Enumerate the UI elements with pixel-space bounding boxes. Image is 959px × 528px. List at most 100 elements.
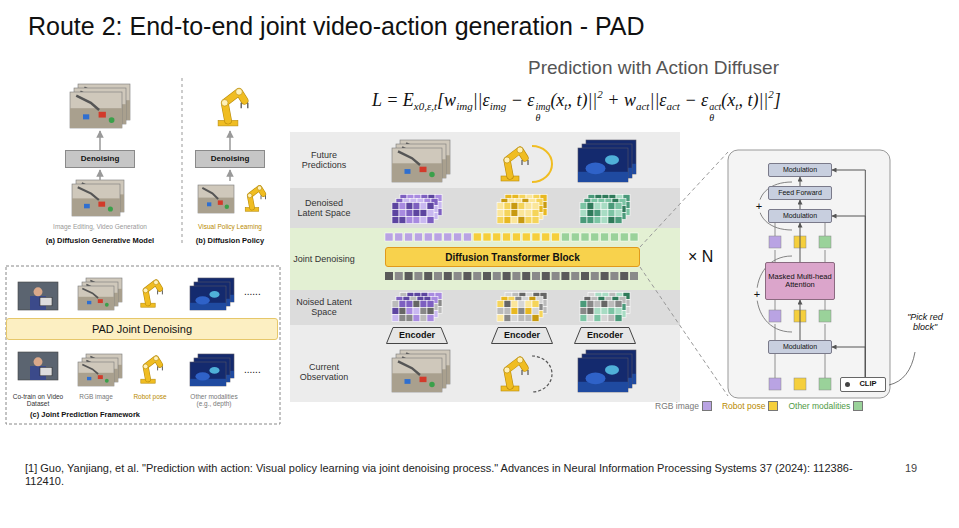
attention-box: Masked Multi-head Attention	[765, 262, 835, 300]
framework-illustration	[581, 272, 589, 280]
framework-illustration	[532, 217, 539, 224]
framework-illustration	[580, 308, 587, 315]
legend-swatch	[853, 401, 863, 411]
framework-illustration	[532, 146, 552, 182]
framework-illustration	[398, 361, 420, 375]
formula-part: − ε	[506, 90, 534, 110]
formula-part: t	[735, 100, 738, 112]
framework-illustration	[532, 210, 539, 217]
transformer-detail	[889, 352, 915, 385]
loss-formula: L = Ex0,ε,t[wimg||εimg − εimgθ(xt, t)||2…	[372, 86, 781, 123]
panel-c-illustration	[195, 372, 209, 380]
framework-illustration	[420, 203, 427, 210]
framework-illustration	[497, 210, 504, 217]
modality-label: Other modalities (e.g., depth)	[183, 393, 245, 408]
framework-illustration	[290, 188, 680, 228]
framework-illustration	[392, 358, 442, 392]
formula-part: img	[490, 100, 507, 112]
panel-caption: (c) Joint Prediction Framework	[30, 411, 140, 420]
framework-illustration	[497, 203, 504, 210]
row-label: Noised Latent Space	[292, 297, 356, 318]
framework-illustration	[406, 210, 413, 217]
framework-illustration	[413, 203, 420, 210]
framework-illustration	[429, 382, 434, 387]
framework-illustration	[399, 308, 406, 315]
panel-c-illustration	[154, 356, 159, 361]
panel-divider	[182, 78, 183, 246]
formula-part: act	[636, 100, 649, 112]
framework-illustration	[605, 155, 619, 165]
framework-illustration	[504, 315, 511, 322]
framework-illustration	[413, 301, 420, 308]
framework-illustration	[503, 233, 511, 241]
framework-illustration	[630, 272, 638, 280]
panel-c-illustration	[78, 297, 114, 310]
framework-illustration	[512, 272, 520, 280]
panel-c-illustration	[158, 366, 163, 370]
formula-part: , t)||	[567, 90, 597, 110]
panel-c-illustration	[87, 377, 91, 380]
formula-part: ]	[774, 90, 781, 110]
framework-illustration	[532, 203, 539, 210]
node-text: Feed Forward	[778, 189, 822, 197]
row-label: Current Observation	[292, 362, 356, 383]
legend-swatch	[702, 401, 712, 411]
framework-illustration	[406, 315, 413, 322]
formula-index-stack: imgθ	[535, 102, 550, 123]
caption-note: Image Editing, Video Generation	[40, 223, 160, 230]
framework-illustration	[525, 308, 532, 315]
framework-illustration	[504, 367, 510, 373]
framework-illustration	[429, 172, 434, 177]
panel-b-illustration	[218, 200, 223, 204]
framework-illustration	[290, 325, 680, 402]
panel-b-illustration	[229, 131, 231, 150]
formula-part: + w	[603, 90, 636, 110]
framework-illustration	[424, 272, 432, 280]
panel-caption: (b) Diffusion Policy	[185, 237, 275, 246]
legend-item: Other modalities	[788, 401, 863, 411]
panel-c-illustration	[143, 364, 148, 369]
framework-illustration	[290, 132, 728, 402]
framework-illustration	[405, 233, 413, 241]
panel-a-illustration	[108, 206, 113, 211]
formula-index-stack: actθ	[709, 102, 721, 123]
panel-c-illustration	[18, 282, 58, 310]
framework-illustration	[399, 203, 406, 210]
framework-illustration	[533, 307, 540, 314]
node-text: CLIP	[859, 380, 876, 388]
formula-part: 2	[768, 88, 774, 100]
framework-illustration	[427, 301, 434, 308]
panel-c-illustration	[82, 288, 98, 298]
framework-illustration	[525, 217, 532, 224]
panel-b-illustration	[229, 170, 231, 181]
framework-illustration	[518, 308, 525, 315]
panel-b-illustration	[236, 89, 243, 96]
framework-illustration	[428, 209, 435, 216]
panel-b-illustration	[198, 198, 234, 213]
panel-b-illustration	[207, 202, 211, 206]
panel-c-illustration	[78, 286, 114, 310]
panel-b-illustration	[257, 186, 262, 191]
framework-illustration	[473, 233, 481, 241]
framework-illustration	[392, 148, 442, 182]
panel-caption: (a) Diffusion Generative Model	[20, 237, 180, 246]
framework-illustration	[578, 358, 628, 392]
framework-illustration	[586, 163, 606, 175]
panel-a-illustration	[78, 187, 99, 200]
panel-c-illustration	[190, 379, 226, 386]
framework-illustration	[594, 203, 601, 210]
framework-illustration	[525, 210, 532, 217]
prompt-text: "Pick red block"	[902, 312, 948, 333]
framework-illustration	[473, 272, 481, 280]
framework-illustration	[434, 233, 442, 241]
panel-a-illustration	[76, 96, 99, 110]
transformer-detail	[825, 324, 826, 340]
formula-part: , t)||	[738, 90, 768, 110]
framework-illustration	[420, 377, 427, 382]
panel-c-illustration	[6, 266, 280, 424]
clip-box: CLIP	[840, 377, 886, 392]
panel-b-illustration	[221, 100, 228, 107]
panel-c-illustration	[195, 296, 209, 304]
transformer-detail	[825, 250, 826, 262]
framework-illustration	[413, 308, 420, 315]
